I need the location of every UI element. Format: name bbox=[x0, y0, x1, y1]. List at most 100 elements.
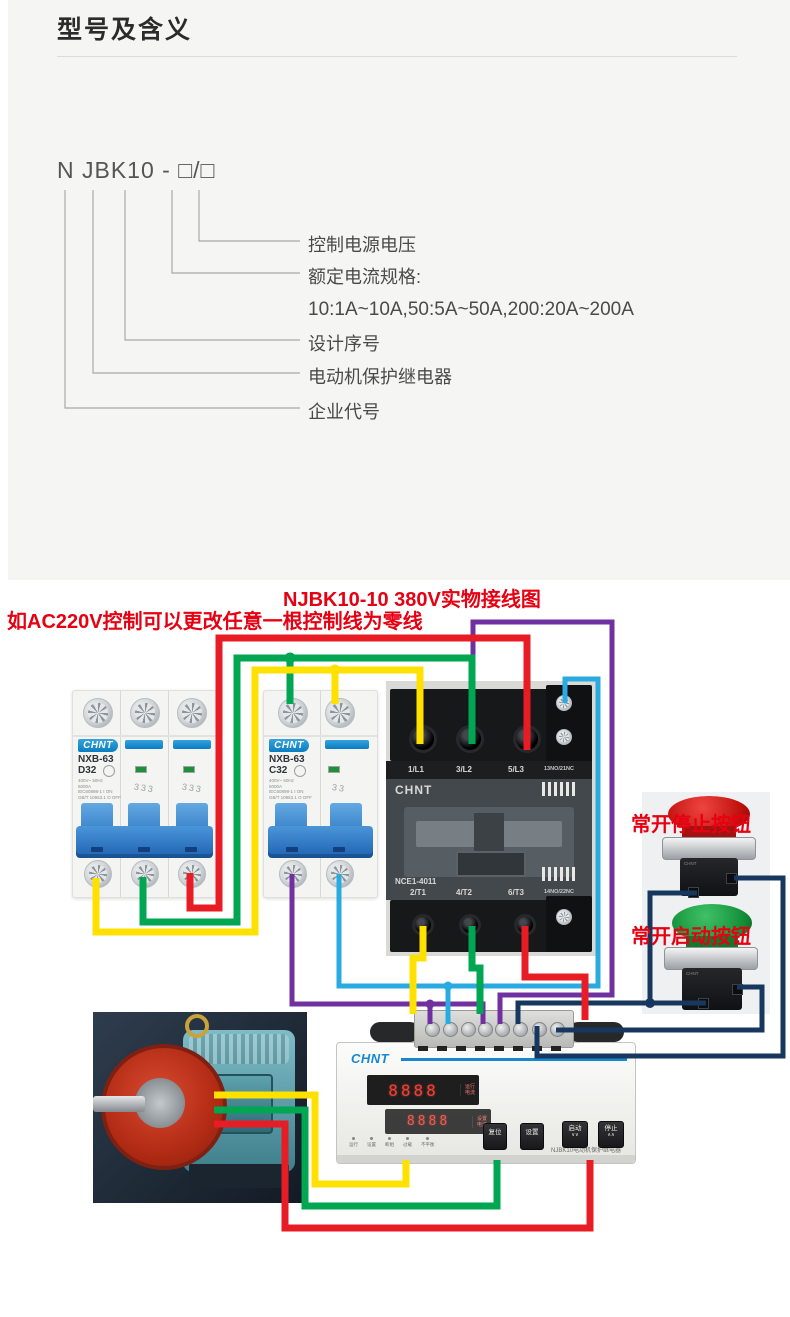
label-design-serial: 设计序号 bbox=[308, 334, 380, 354]
breaker-nxb63-c32: CHNT NXB-63 C32 400V~ 50Hz 6000A IEC6089… bbox=[263, 690, 378, 898]
button-brand: CHNT bbox=[684, 861, 697, 866]
run-current-label: 运行 电流 bbox=[460, 1084, 479, 1096]
breaker-spec: GB/T 10963.1 O OFF bbox=[269, 794, 312, 800]
relay-base bbox=[337, 1155, 635, 1163]
chint-logo: CHNT bbox=[78, 739, 118, 752]
breaker-handle-tiebar[interactable] bbox=[76, 826, 213, 858]
relay-njbk10: CHNT 8888 运行 电流 8888 设置 电流 运行 设置 断相 bbox=[336, 1042, 636, 1164]
relay-terminal-7 bbox=[532, 1022, 547, 1037]
vent-slots bbox=[542, 782, 575, 796]
model-code-text: N JBK10 - □/□ bbox=[57, 157, 216, 183]
aux-label: 14NO/22NC bbox=[544, 889, 574, 895]
breaker-bottom-screw bbox=[279, 860, 307, 888]
relay-terminal-8 bbox=[550, 1022, 565, 1037]
model-tree-lines bbox=[64, 190, 300, 409]
terminal-label: 1/L1 bbox=[408, 765, 425, 774]
chevron-down-icon: ∨∨ bbox=[571, 1132, 579, 1138]
blue-band bbox=[125, 740, 163, 749]
set-current-value: 8888 bbox=[406, 1114, 451, 1129]
breaker-rating-text: C32 bbox=[269, 765, 288, 776]
motor-eyebolt bbox=[185, 1014, 209, 1038]
terminal-label: 6/T3 bbox=[508, 888, 525, 897]
indicator-unbalance: 不平衡 bbox=[421, 1137, 435, 1148]
start-button[interactable]: 启动∨∨ bbox=[562, 1121, 588, 1148]
contactor-terminal-hole bbox=[456, 725, 484, 753]
terminal-label: 4/T2 bbox=[456, 888, 473, 897]
indicator-set: 设置 bbox=[367, 1137, 376, 1148]
label-motor-protection-relay: 电动机保护继电器 bbox=[308, 367, 452, 387]
section-heading: 型号及含义 bbox=[57, 16, 193, 44]
contact-terminal bbox=[688, 887, 699, 898]
breaker-bottom-screw bbox=[131, 860, 159, 888]
button-brand: CHNT bbox=[686, 971, 699, 976]
heading-divider bbox=[57, 56, 737, 57]
status-window bbox=[135, 766, 147, 773]
breaker-top-screw bbox=[177, 698, 207, 728]
motor-shaft bbox=[93, 1096, 145, 1112]
indicator-phase-loss: 断相 bbox=[385, 1137, 394, 1148]
label-control-voltage: 控制电源电压 bbox=[308, 235, 416, 255]
breaker-handle-tiebar[interactable] bbox=[268, 826, 373, 858]
button-collar bbox=[662, 837, 756, 860]
breaker-model-text: NXB-63 bbox=[269, 754, 305, 765]
relay-logo-rule bbox=[401, 1058, 627, 1061]
terminal-label: 2/T1 bbox=[410, 888, 427, 897]
chint-logo: CHNT bbox=[269, 739, 309, 752]
strip-teeth bbox=[418, 1046, 570, 1051]
label-current-ranges: 10:1A~10A,50:5A~50A,200:20A~200A bbox=[308, 299, 634, 320]
pole-mark: 333 bbox=[181, 781, 204, 795]
relay-mount-lug bbox=[568, 1022, 624, 1042]
indicator-run: 运行 bbox=[349, 1137, 358, 1148]
tiebar-slot bbox=[138, 847, 150, 852]
relay-terminal-4 bbox=[478, 1022, 493, 1037]
set-button[interactable]: 设置 bbox=[520, 1123, 544, 1150]
contact-terminal bbox=[732, 984, 743, 995]
relay-terminal-5 bbox=[495, 1022, 510, 1037]
breaker-rating-text: D32 bbox=[78, 765, 97, 776]
label-rated-current: 额定电流规格: bbox=[308, 267, 422, 287]
left-margin-strip bbox=[0, 0, 8, 580]
relay-terminal-6 bbox=[513, 1022, 528, 1037]
breaker-nxb63-d32: CHNT NXB-63 D32 400V~ 50Hz 6000A IEC6089… bbox=[72, 690, 217, 898]
ccc-mark-icon bbox=[103, 765, 115, 777]
relay-mount-lug bbox=[370, 1022, 420, 1042]
tiebar-slot bbox=[185, 847, 197, 852]
breaker-bottom-screw bbox=[178, 860, 206, 888]
indicator-row: 运行 设置 断相 过载 不平衡 bbox=[349, 1137, 435, 1148]
breaker-top-screw bbox=[83, 698, 113, 728]
relay-terminal-3 bbox=[461, 1022, 476, 1037]
contactor-nce1-4011: 1/L1 3/L2 5/L3 13NO/21NC CHNT NCE1-4011 … bbox=[386, 681, 596, 956]
contactor-terminal-hole bbox=[412, 914, 434, 936]
status-window bbox=[328, 766, 340, 773]
breaker-model-text: NXB-63 bbox=[78, 754, 114, 765]
tiebar-slot bbox=[91, 847, 103, 852]
motor-foot bbox=[189, 1164, 289, 1188]
contactor-brand: CHNT bbox=[395, 783, 433, 797]
aux-screw bbox=[556, 909, 572, 925]
wiring-diagram-section: CHNT NXB-63 D32 400V~ 50Hz 6000A IEC6089… bbox=[0, 580, 790, 1317]
contact-terminal bbox=[698, 998, 709, 1009]
pole-mark: 333 bbox=[133, 781, 156, 795]
diagram-subtitle: 如AC220V控制可以更改任意一根控制线为零线 bbox=[7, 611, 423, 633]
motor-photo bbox=[93, 1012, 307, 1203]
contactor-terminal-hole bbox=[459, 914, 481, 936]
vent-slots bbox=[542, 867, 575, 881]
terminal-label: 3/L2 bbox=[456, 765, 473, 774]
reset-button[interactable]: 复位 bbox=[483, 1123, 507, 1150]
ccc-mark-icon bbox=[294, 765, 306, 777]
contact-terminal bbox=[726, 873, 737, 884]
relay-brand-logo: CHNT bbox=[351, 1051, 390, 1066]
chevron-up-icon: ∧∧ bbox=[607, 1132, 615, 1138]
aux-label: 13NO/21NC bbox=[544, 766, 574, 772]
breaker-spec: 400V~ 50Hz bbox=[78, 778, 103, 783]
indicator-overload: 过载 bbox=[403, 1137, 412, 1148]
stop-button[interactable]: 停止∧∧ bbox=[598, 1121, 624, 1148]
aux-screw bbox=[556, 695, 572, 711]
terminal-label: 5/L3 bbox=[508, 765, 525, 774]
diagram-title: NJBK10-10 380V实物接线图 bbox=[283, 589, 541, 611]
tiebar-slot bbox=[286, 847, 298, 852]
breaker-spec: GB/T 10963.1 O OFF bbox=[78, 794, 121, 800]
breaker-top-screw bbox=[130, 698, 160, 728]
aux-screw bbox=[556, 729, 572, 745]
